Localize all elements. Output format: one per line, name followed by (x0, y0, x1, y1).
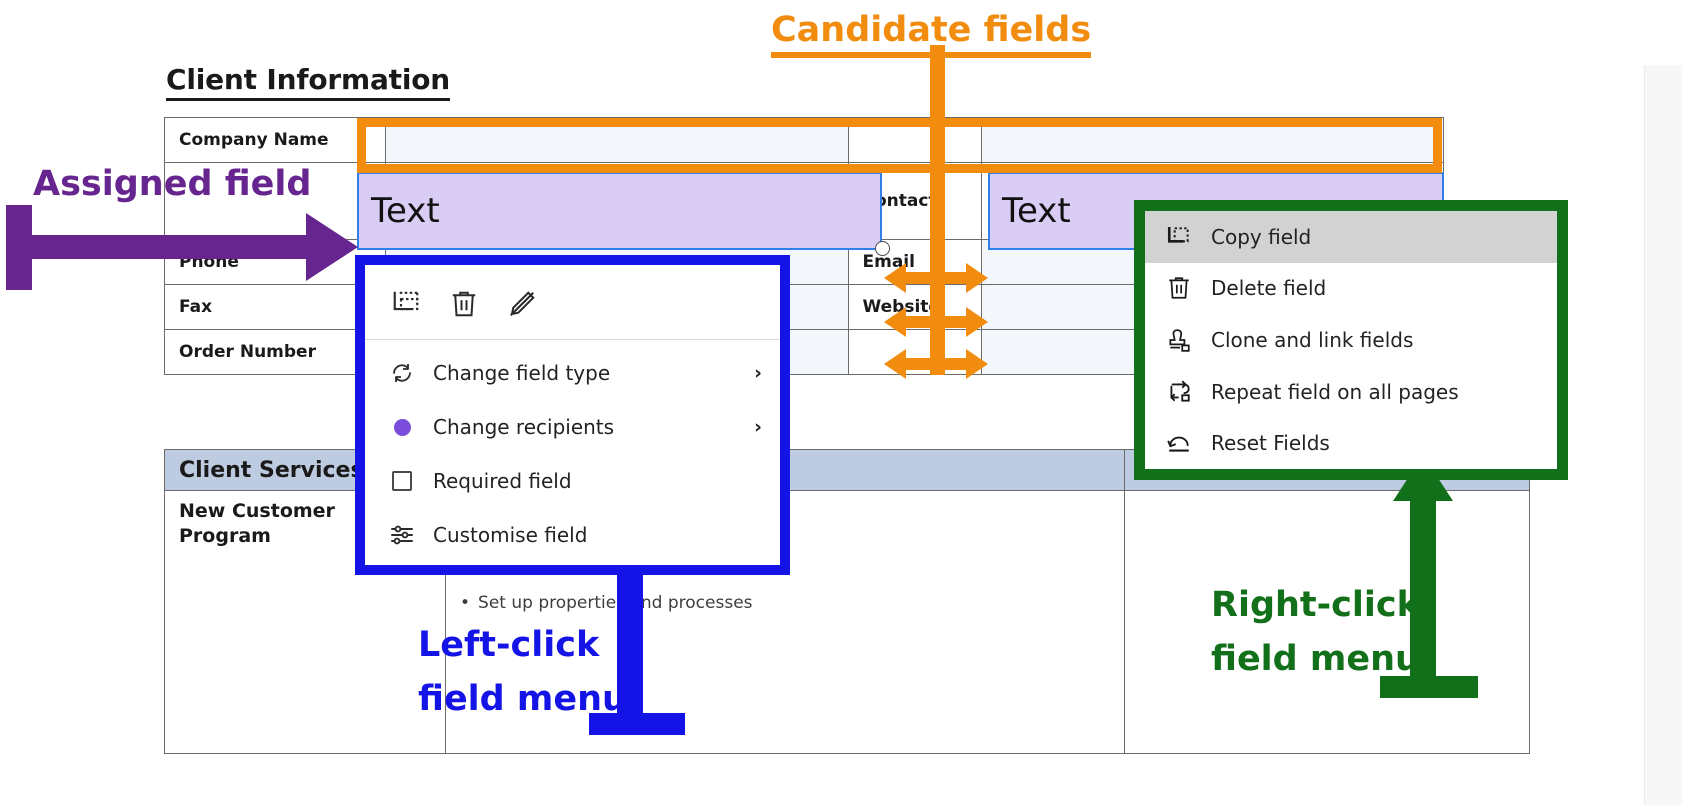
assigned-field-chip-company[interactable]: Text (357, 172, 882, 250)
bullet-text: Set up properties and processes (478, 593, 753, 613)
right-panel-edge (1644, 65, 1682, 805)
menu-item-customise-field[interactable]: Customise field (365, 508, 780, 562)
menu-item-label: Required field (433, 469, 572, 493)
row-label-order-number: Order Number (164, 329, 386, 375)
row-label-fax: Fax (164, 284, 386, 330)
menu-item-change-field-type[interactable]: Change field type › (365, 346, 780, 400)
right-click-menu-pointer-foot (1380, 676, 1478, 698)
candidate-fields-highlight-box (357, 118, 1442, 173)
left-click-menu-annotation-label: Left-click field menu (418, 618, 627, 727)
context-item-label: Copy field (1211, 224, 1312, 249)
left-click-label-line2: field menu (418, 679, 627, 720)
menu-item-change-recipients[interactable]: Change recipients › (365, 400, 780, 454)
menu-item-label: Customise field (433, 523, 588, 547)
left-click-label-line1: Left-click (418, 625, 600, 665)
page-title: Client Information (166, 63, 450, 101)
context-item-repeat-field-on-all-pages[interactable]: Repeat field on all pages (1145, 366, 1557, 418)
row-label-line1: New Customer Program (179, 500, 335, 548)
row-label-company-name: Company Name (164, 117, 386, 163)
stamp-icon (1163, 324, 1195, 356)
recipient-dot-icon (387, 412, 417, 442)
context-item-delete-field[interactable]: Delete field (1145, 263, 1557, 315)
right-click-menu-pointer-stem (1410, 490, 1436, 690)
left-click-field-menu: Change field type › Change recipients › … (365, 265, 780, 565)
bullet-item: • Set up properties and processes (460, 499, 1110, 617)
checkbox-icon[interactable] (387, 466, 417, 496)
context-item-label: Reset Fields (1211, 431, 1330, 456)
menu-item-label: Change recipients (433, 415, 615, 439)
row-label-blank-1 (164, 162, 386, 240)
delete-field-icon (1163, 272, 1195, 304)
right-click-label-line2: field menu (1211, 639, 1420, 680)
unassign-field-icon[interactable] (505, 287, 539, 321)
candidate-fields-double-arrow-email (884, 259, 988, 297)
menu-item-required-field[interactable]: Required field (365, 454, 780, 508)
copy-field-icon (1163, 221, 1195, 253)
copy-field-icon[interactable] (389, 287, 423, 321)
context-item-copy-field[interactable]: Copy field (1145, 211, 1557, 263)
right-click-field-menu-highlight: Copy field Delete field (1134, 200, 1568, 480)
field-resize-handle[interactable] (875, 241, 890, 256)
field-menu-items: Change field type › Change recipients › … (365, 340, 780, 562)
context-item-label: Clone and link fields (1211, 327, 1414, 352)
right-click-menu-annotation-label: Right-click field menu (1211, 578, 1420, 687)
right-click-label-line1: Right-click (1211, 585, 1420, 625)
context-item-label: Delete field (1211, 276, 1327, 301)
row-label-new-customer-program: New Customer Program (164, 490, 446, 754)
context-item-clone-and-link-fields[interactable]: Clone and link fields (1145, 314, 1557, 366)
context-item-label: Repeat field on all pages (1211, 379, 1459, 404)
candidate-fields-double-arrow-website (884, 303, 988, 341)
candidate-fields-pointer-stem (930, 45, 945, 375)
repeat-icon (1163, 376, 1195, 408)
delete-field-icon[interactable] (447, 287, 481, 321)
field-menu-toolbar (365, 265, 780, 340)
chevron-right-icon: › (754, 362, 762, 384)
assigned-field-label: Text (371, 191, 440, 231)
menu-item-label: Change field type (433, 361, 611, 385)
assigned-field-annotation-label: Assigned field (33, 164, 312, 204)
left-click-field-menu-highlight: Change field type › Change recipients › … (355, 255, 790, 575)
candidate-fields-double-arrow-order (884, 345, 988, 383)
assigned-field-pointer-arrow (6, 205, 358, 294)
table-row: New Customer Program • Set up properties … (164, 490, 1530, 754)
candidate-fields-annotation-label: Candidate fields (771, 10, 1092, 58)
bullet-dot-icon: • (460, 593, 471, 613)
left-click-menu-pointer-foot (589, 713, 685, 735)
sliders-icon (387, 520, 417, 550)
chevron-right-icon: › (754, 416, 762, 438)
right-click-field-menu: Copy field Delete field (1145, 211, 1557, 469)
refresh-icon (387, 358, 417, 388)
context-item-reset-fields[interactable]: Reset Fields (1145, 417, 1557, 469)
assigned-field-label: Text (1002, 191, 1071, 231)
undo-icon (1163, 427, 1195, 459)
investment-cell (1124, 490, 1530, 754)
left-click-menu-pointer-stem (617, 575, 643, 730)
